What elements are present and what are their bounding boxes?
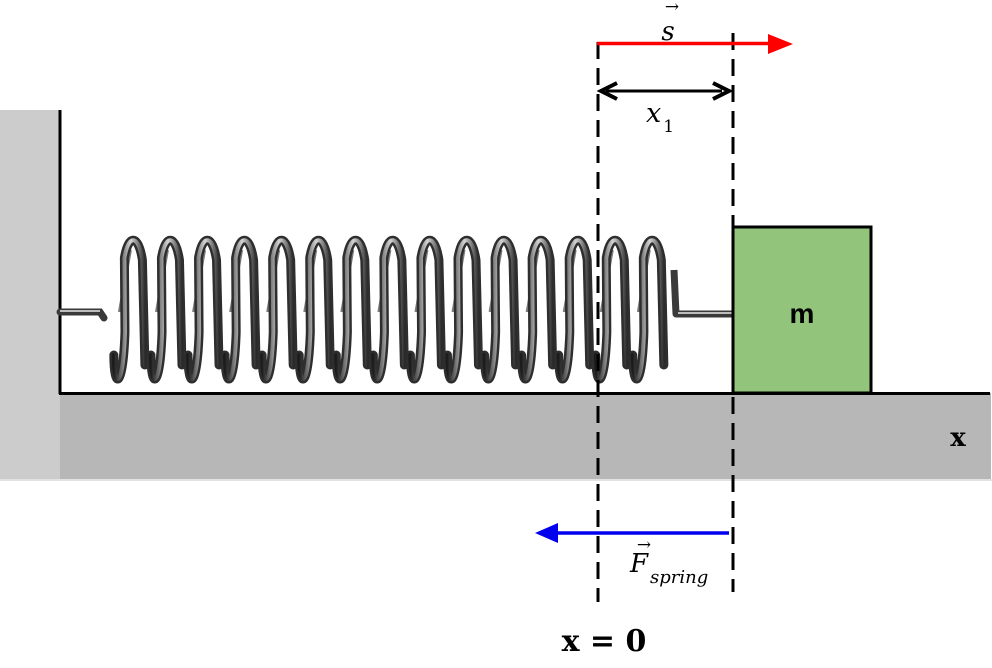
spring-coil-highlight bbox=[408, 238, 444, 381]
spring-coil-highlight bbox=[111, 238, 147, 381]
extension-symbol: x bbox=[646, 98, 661, 129]
spring-lead-right bbox=[670, 269, 733, 318]
spring-coil-highlight bbox=[223, 238, 259, 381]
spring-coil-highlight bbox=[297, 238, 333, 381]
spring-coil-highlight bbox=[519, 238, 555, 381]
spring-lead-left bbox=[56, 308, 108, 322]
spring-coil-highlight bbox=[630, 238, 666, 381]
origin-label: x = 0 bbox=[562, 624, 647, 659]
spring bbox=[56, 235, 733, 384]
axis-label: x bbox=[950, 423, 966, 453]
spring-coil-highlight bbox=[556, 238, 592, 381]
spring-coil-highlight bbox=[148, 238, 184, 381]
spring-coil-highlight bbox=[260, 238, 296, 381]
extension-arrowhead-left bbox=[596, 81, 618, 101]
displacement-label: s bbox=[661, 17, 674, 47]
spring-force-arrowhead bbox=[535, 523, 558, 543]
spring-coil-highlight bbox=[334, 238, 370, 381]
wall bbox=[0, 110, 60, 480]
mass-label: m bbox=[790, 298, 815, 329]
spring-force-subscript: spring bbox=[650, 567, 708, 588]
extension-double-arrow bbox=[596, 81, 734, 101]
floor bbox=[60, 393, 991, 479]
spring-force-arrow-mark: → bbox=[637, 535, 651, 555]
displacement-arrowhead bbox=[768, 34, 793, 54]
spring-coil-highlight bbox=[371, 238, 407, 381]
extension-subscript: 1 bbox=[663, 117, 674, 137]
spring-force-vector bbox=[535, 523, 729, 543]
spring-force-symbol: F bbox=[629, 549, 649, 579]
floor-bottom-edge bbox=[0, 479, 992, 481]
extension-arrowhead-right bbox=[712, 81, 734, 101]
spring-coil-highlight bbox=[482, 238, 518, 381]
displacement-arrow-mark: → bbox=[665, 0, 679, 17]
spring-coil-highlight bbox=[593, 238, 629, 381]
displacement-vector bbox=[597, 34, 793, 54]
spring-coil-highlight bbox=[185, 238, 222, 381]
spring-coil-highlight bbox=[445, 238, 481, 381]
